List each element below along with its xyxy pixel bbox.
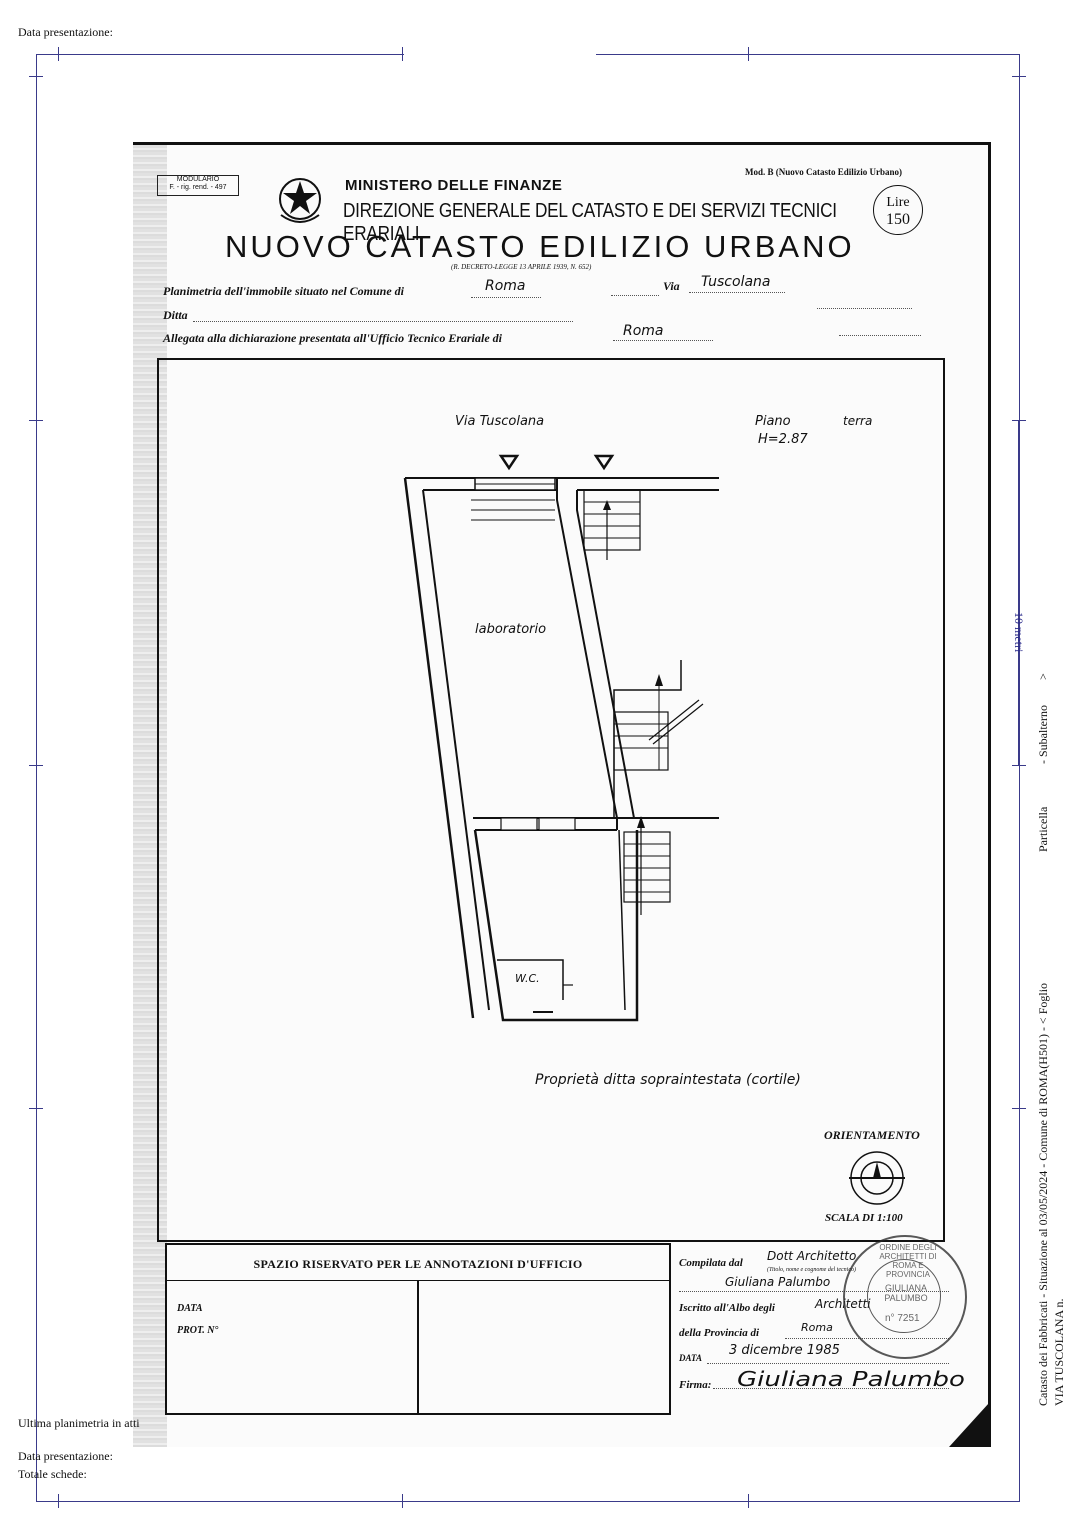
lire-label: Lire	[886, 195, 910, 210]
mod-b-label: Mod. B (Nuovo Catasto Edilizio Urbano)	[745, 167, 903, 177]
north-arrow-icon	[849, 1151, 905, 1205]
header-data-presentazione: Data presentazione:	[18, 25, 113, 39]
room-wc-label: W.C.	[515, 972, 540, 985]
office-prot-label: PROT. N°	[177, 1325, 219, 1336]
modulario-box: MODULARIO F. - rig. rend. - 497	[157, 175, 239, 196]
planimetria-label: Planimetria dell'immobile situato nel Co…	[163, 284, 405, 298]
footer-data-presentazione: Data presentazione:	[18, 1449, 113, 1463]
floor-plan-drawing	[403, 454, 719, 1022]
republic-emblem-icon	[279, 178, 321, 223]
via-label: Via	[663, 279, 680, 293]
via-value: Tuscolana	[701, 274, 771, 290]
architect-stamp: ORDINE DEGLI ARCHITETTI DI ROMA E PROVIN…	[843, 1235, 967, 1359]
scala-label: SCALA DI 1:100	[825, 1212, 903, 1224]
compilata-name: Giuliana Palumbo	[725, 1275, 831, 1289]
street-label: Via Tuscolana	[455, 414, 545, 429]
ditta-label: Ditta	[163, 308, 188, 322]
compilata-label: Compilata dal	[679, 1257, 743, 1269]
signature: Giuliana Palumbo	[737, 1367, 965, 1391]
nuovo-catasto-title: NUOVO CATASTO EDILIZIO URBANO	[225, 229, 855, 264]
direzione-title: DIREZIONE GENERALE DEL CATASTO E DEI SER…	[343, 200, 837, 245]
side-particella: Particella	[1036, 806, 1050, 852]
scan-corner-mark	[949, 1403, 989, 1447]
lire-stamp: Lire 150	[873, 185, 923, 235]
stamp-center-text: GIULIANA PALUMBO	[884, 1283, 928, 1303]
office-box-title: SPAZIO RISERVATO PER LE ANNOTAZIONI D'UF…	[167, 1245, 669, 1281]
piano-label: Piano	[755, 414, 791, 429]
entrance-marker-icon	[593, 454, 615, 471]
decreto-note: (R. DECRETO-LEGGE 13 APRILE 1939, N. 652…	[451, 263, 592, 271]
piano-value: terra	[843, 414, 873, 428]
comune-value: Roma	[485, 278, 526, 294]
lire-value: 150	[886, 211, 910, 228]
data-value: 3 dicembre 1985	[729, 1343, 840, 1358]
orientamento-label: ORIENTAMENTO	[824, 1128, 920, 1142]
side-chevron: >	[1036, 673, 1050, 680]
stamp-ring-text: ORDINE DEGLI ARCHITETTI DI ROMA E PROVIN…	[879, 1243, 937, 1279]
firma-label: Firma:	[679, 1379, 712, 1391]
side-catasto-text: Catasto dei Fabbricati - Situazione al 0…	[1036, 982, 1050, 1406]
compilata-subnote: (Titolo, nome e cognome del tecnico)	[767, 1267, 856, 1273]
side-address: VIA TUSCOLANA n.	[1052, 1298, 1066, 1406]
provincia-label: della Provincia di	[679, 1327, 760, 1339]
footer-totale-schede: Totale schede:	[18, 1467, 87, 1481]
office-annotations-box: SPAZIO RISERVATO PER LE ANNOTAZIONI D'UF…	[165, 1243, 671, 1415]
side-subalterno: - Subalterno	[1036, 705, 1050, 764]
proprieta-note: Proprietà ditta sopraintestata (cortile)	[535, 1072, 801, 1088]
cadastral-sheet: MODULARIO F. - rig. rend. - 497 MINISTER…	[133, 142, 991, 1447]
provincia-value: Roma	[801, 1321, 833, 1334]
floor-plan-area: Via Tuscolana Piano terra H=2.87	[157, 358, 945, 1242]
height-value: H=2.87	[758, 432, 808, 447]
footer-ultima-planimetria: Ultima planimetria in atti	[18, 1416, 140, 1430]
scale-bar-label: 10 metri	[1012, 612, 1026, 653]
modulario-text: MODULARIO F. - rig. rend. - 497	[169, 176, 227, 191]
scan-noise	[133, 145, 167, 1447]
ministry-title: MINISTERO DELLE FINANZE	[345, 177, 563, 194]
compilata-title: Dott Architetto	[767, 1249, 857, 1263]
iscritto-label: Iscritto all'Albo degli	[679, 1302, 775, 1314]
ufficio-value: Roma	[623, 323, 664, 339]
room-laboratorio-label: laboratorio	[475, 622, 547, 637]
entrance-marker-icon	[498, 454, 520, 471]
data-label: DATA	[679, 1353, 703, 1363]
office-data-label: DATA	[177, 1303, 203, 1314]
stamp-number: n° 7251	[885, 1313, 920, 1324]
allegata-label: Allegata alla dichiarazione presentata a…	[163, 331, 502, 345]
